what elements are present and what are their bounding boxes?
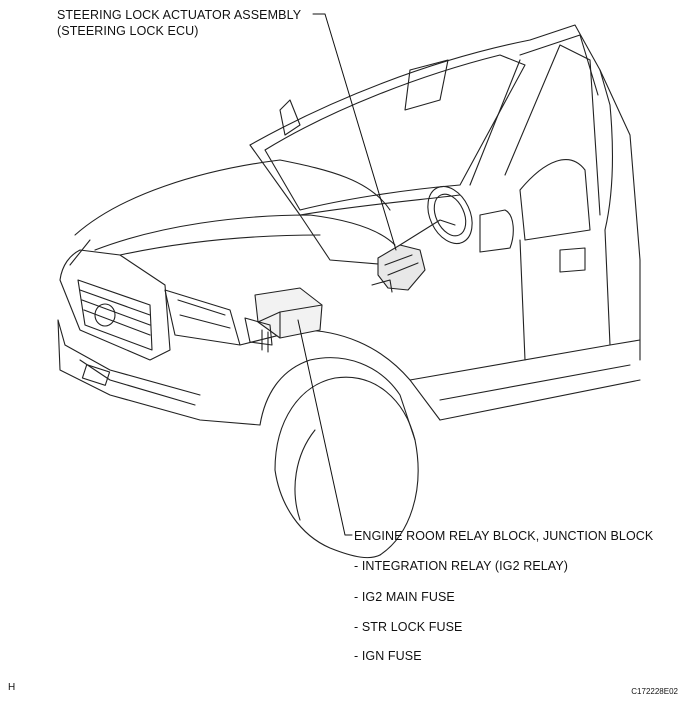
footer-left-code: H bbox=[8, 682, 16, 693]
steering-lock-actuator-component bbox=[371, 219, 456, 293]
relay-item-str-lock-fuse: - STR LOCK FUSE bbox=[354, 620, 463, 634]
steering-lock-sublabel: (STEERING LOCK ECU) bbox=[57, 24, 199, 38]
leader-lines bbox=[297, 13, 397, 536]
relay-item-ign-fuse: - IGN FUSE bbox=[354, 649, 422, 663]
relay-block-component bbox=[244, 287, 323, 353]
vehicle-body bbox=[57, 24, 641, 559]
relay-item-ig2-main-fuse: - IG2 MAIN FUSE bbox=[354, 590, 455, 604]
relay-block-leader-line bbox=[297, 319, 353, 536]
relay-item-integration-relay: - INTEGRATION RELAY (IG2 RELAY) bbox=[354, 559, 569, 573]
steering-lock-leader-line bbox=[312, 13, 397, 251]
relay-block-label: ENGINE ROOM RELAY BLOCK, JUNCTION BLOCK bbox=[354, 529, 654, 543]
figure-id-code: C172228E02 bbox=[631, 687, 678, 696]
steering-lock-label: STEERING LOCK ACTUATOR ASSEMBLY bbox=[57, 8, 302, 22]
